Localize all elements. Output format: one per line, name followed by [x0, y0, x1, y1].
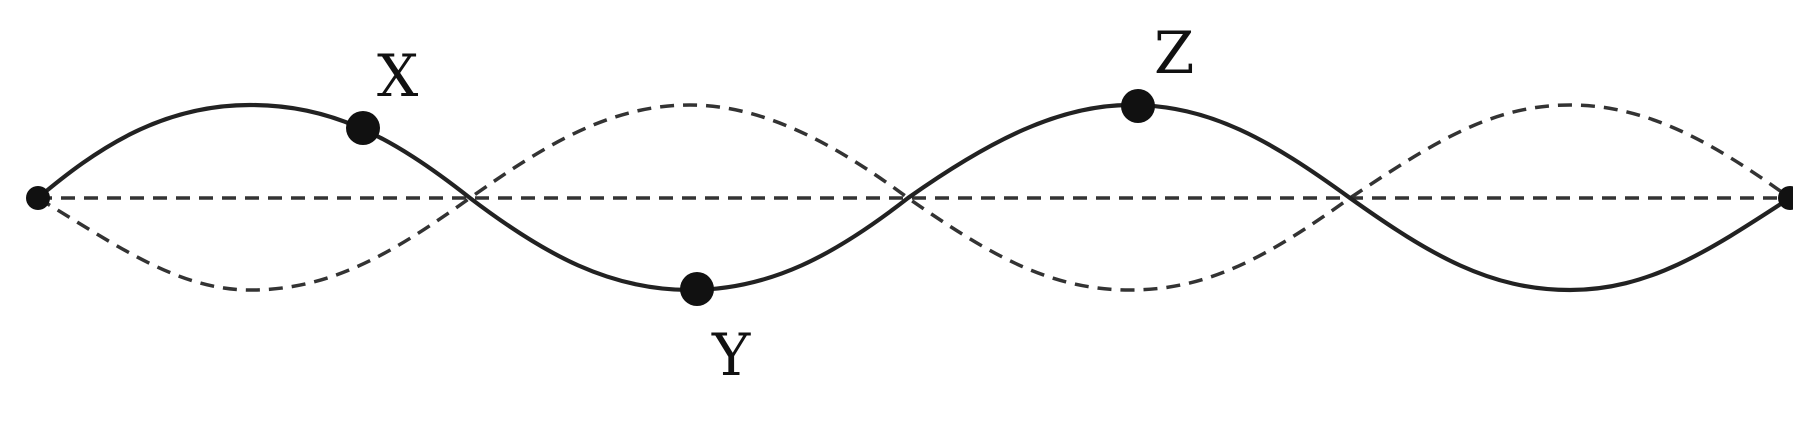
point-z-dot [1121, 89, 1155, 123]
point-x-dot [346, 111, 380, 145]
right-end-node [1778, 186, 1793, 210]
point-y-dot [680, 272, 714, 306]
point-x-label: X [377, 42, 419, 110]
point-z-label: Z [1154, 19, 1194, 87]
solid-wave [36, 102, 1792, 293]
dashed-wave [37, 103, 1792, 292]
point-y-label: Y [711, 321, 751, 389]
left-end-node [26, 186, 50, 210]
